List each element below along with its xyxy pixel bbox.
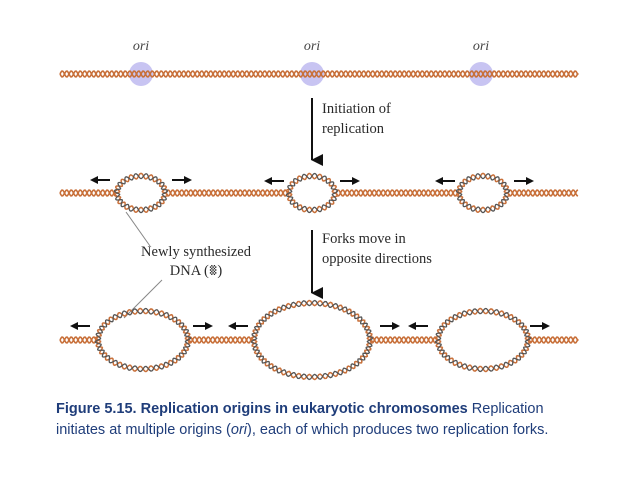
caption-text-2: ), each of which produces two replicatio… bbox=[247, 422, 549, 438]
dna-segment-7-strand-a bbox=[369, 336, 439, 344]
ori-label-1: ori bbox=[133, 39, 149, 54]
callout-line2: DNA (␨) bbox=[170, 263, 223, 279]
caption-text-1: Replication initiates at multiple origin… bbox=[56, 401, 544, 438]
dna-segment-3-strand-a bbox=[335, 189, 460, 197]
parental-dna-row bbox=[59, 70, 579, 78]
ori-highlight-3 bbox=[469, 62, 493, 86]
dna-segment-7-strand-b bbox=[369, 336, 439, 344]
growing-bubbles-row bbox=[59, 299, 579, 381]
large-bubble-3-new-strand bbox=[434, 307, 532, 373]
caption-ori-word: ori bbox=[230, 422, 248, 438]
dna-segment-2-strand-a bbox=[165, 189, 290, 197]
callout-pointer-lower bbox=[123, 279, 163, 319]
small-bubble-2-new-strand bbox=[285, 172, 339, 214]
large-bubble-1-new-strand bbox=[94, 307, 192, 373]
dna-segment-2-strand-b bbox=[165, 189, 290, 197]
dna-segment-4-strand-b bbox=[507, 189, 579, 197]
dna-segment-8-strand-a bbox=[527, 336, 579, 344]
dna-segment-5-strand-b bbox=[59, 336, 99, 344]
callout-line1: Newly synthesized bbox=[141, 244, 252, 260]
step-forks-line1: Forks move in bbox=[322, 231, 407, 247]
ori-label-2: ori bbox=[304, 39, 320, 54]
replication-diagram: ori ori ori Initiation of replication Fo… bbox=[59, 39, 579, 381]
initiated-bubbles-row bbox=[59, 172, 579, 214]
step-initiation-line1: Initiation of bbox=[322, 101, 391, 117]
parental-dna-strand-b bbox=[59, 70, 579, 78]
dna-segment-3-strand-b bbox=[335, 189, 460, 197]
step-initiation-line2: replication bbox=[322, 121, 385, 137]
dna-segment-6-strand-b bbox=[187, 336, 255, 344]
dna-segment-6-strand-a bbox=[187, 336, 255, 344]
dna-segment-8-strand-b bbox=[527, 336, 579, 344]
small-bubble-1-new-strand bbox=[113, 173, 169, 214]
large-bubble-2-new-strand bbox=[250, 299, 374, 381]
small-bubble-3-new-strand bbox=[455, 173, 511, 214]
figure-caption: Figure 5.15. Replication origins in euka… bbox=[56, 399, 596, 441]
ori-label-3: ori bbox=[473, 39, 489, 54]
dna-segment-1-strand-a bbox=[59, 189, 118, 197]
step-forks-line2: opposite directions bbox=[322, 251, 432, 267]
callout-pointer-upper bbox=[125, 211, 151, 247]
caption-title: Figure 5.15. Replication origins in euka… bbox=[56, 401, 468, 417]
dna-segment-1-strand-b bbox=[59, 189, 118, 197]
